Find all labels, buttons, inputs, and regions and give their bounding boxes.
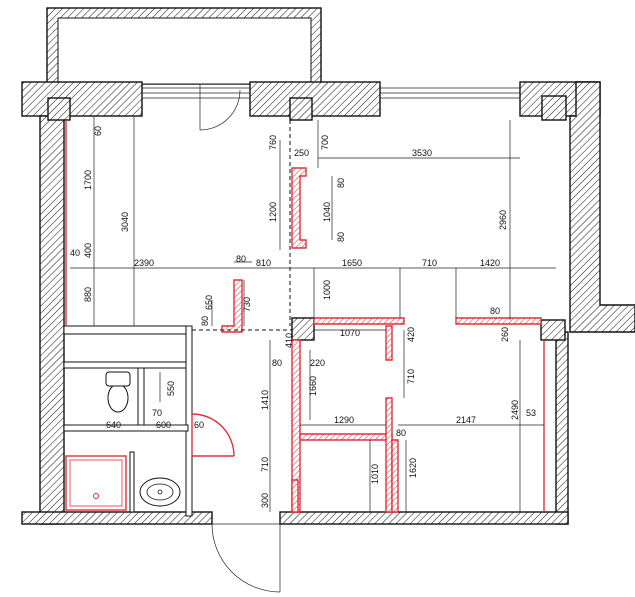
dim-label: 80	[336, 178, 346, 188]
dim-label: 260	[500, 327, 510, 342]
dim-label: 3530	[412, 148, 432, 158]
partition-right	[455, 317, 542, 325]
column-center	[291, 317, 315, 341]
dim-label: 1070	[340, 328, 360, 338]
balcony	[46, 7, 322, 85]
bottom-wall-right	[279, 511, 569, 525]
window-left	[142, 87, 250, 99]
dim-label: 250	[294, 148, 309, 158]
dim-label: 810	[256, 258, 271, 268]
partition-niche	[291, 167, 307, 249]
dim-label: 80	[396, 428, 406, 438]
dim-label: 600	[156, 420, 171, 430]
dim-label: 300	[260, 493, 270, 508]
dim-label: 2147	[456, 415, 476, 425]
new-partitions	[65, 120, 545, 513]
dim-label: 550	[166, 381, 176, 396]
partition-bedroom	[385, 397, 393, 513]
dimension-lines	[70, 116, 556, 512]
dim-label: 2490	[510, 400, 520, 420]
top-wall-left	[21, 81, 143, 117]
dim-label: 2390	[134, 258, 154, 268]
dim-label: 220	[310, 358, 325, 368]
outer-walls	[21, 81, 635, 525]
dim-label: 40	[70, 248, 80, 258]
dimension-labels: 60 1700 3040 400 40 880 2390 760 700 250…	[70, 126, 536, 508]
dim-label: 710	[406, 369, 416, 384]
column-top-right	[541, 95, 567, 121]
bathroom-door	[191, 413, 235, 457]
dim-label: 420	[406, 327, 416, 342]
left-wall	[39, 115, 65, 525]
dim-label: 760	[268, 135, 278, 150]
dim-label: 700	[320, 135, 330, 150]
dim-label: 410	[284, 333, 294, 348]
dim-label: 1010	[370, 464, 380, 484]
dim-label: 1040	[322, 202, 332, 222]
balcony-door	[199, 83, 241, 131]
dim-label: 80	[200, 316, 210, 326]
column-top-left	[47, 97, 71, 121]
dim-label: 2960	[498, 210, 508, 230]
dim-label: 1000	[322, 280, 332, 300]
dim-label: 710	[422, 258, 437, 268]
partition-corridor	[221, 279, 243, 333]
dim-label: 60	[194, 420, 204, 430]
dim-label: 70	[152, 408, 162, 418]
dim-label: 53	[526, 408, 536, 418]
entrance-door	[211, 523, 281, 593]
dim-label: 1660	[308, 376, 318, 396]
dim-label: 400	[83, 243, 93, 258]
dim-label: 1420	[480, 258, 500, 268]
dim-label: 1700	[83, 170, 93, 190]
dim-label: 880	[83, 287, 93, 302]
column-top-middle	[289, 97, 313, 121]
dim-label: 60	[93, 126, 103, 136]
partition-vertical-center	[291, 339, 301, 513]
dim-label: 80	[272, 358, 282, 368]
right-wall-upper	[569, 81, 635, 333]
dim-label: 1620	[408, 458, 418, 478]
partition-bottom	[291, 479, 299, 513]
partition-door-jamb	[385, 325, 393, 361]
dim-label: 80	[236, 254, 246, 264]
dim-label: 1410	[260, 390, 270, 410]
dim-label: 650	[204, 295, 214, 310]
dim-label: 730	[242, 297, 252, 312]
toilet	[107, 383, 129, 413]
dim-label: 710	[260, 457, 270, 472]
dim-label: 3040	[120, 212, 130, 232]
partition-middle	[299, 433, 393, 441]
bathroom-fixtures	[65, 371, 181, 511]
bottom-wall-left	[21, 511, 213, 525]
top-wall-middle	[249, 81, 381, 117]
partition-top-room	[313, 317, 405, 325]
balcony-floor	[57, 17, 312, 85]
dim-label: 1290	[334, 415, 354, 425]
dim-label: 1650	[342, 258, 362, 268]
shower-tray	[65, 455, 127, 511]
partition-bedroom-inner	[391, 439, 399, 513]
sink	[139, 477, 181, 507]
dim-label: 80	[490, 306, 500, 316]
dim-label: 640	[106, 420, 121, 430]
dim-label: 80	[336, 232, 346, 242]
right-wall-lower	[555, 331, 569, 525]
dim-label: 1200	[268, 202, 278, 222]
window-right	[380, 87, 520, 99]
column-right	[540, 319, 566, 341]
